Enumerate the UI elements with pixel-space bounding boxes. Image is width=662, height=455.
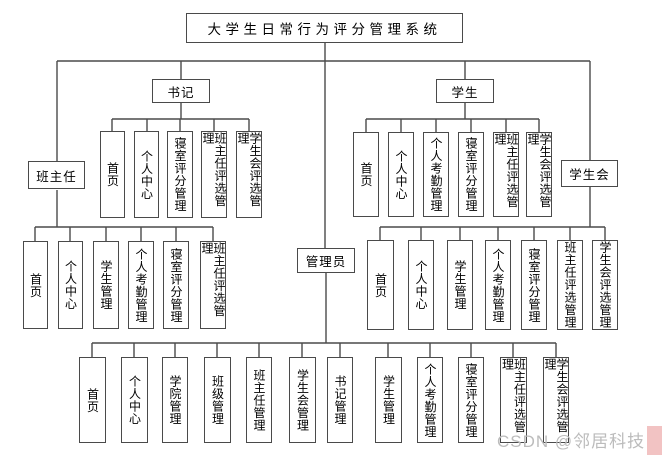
- admin-child-personal-center: 个人中心: [121, 357, 148, 443]
- class-teacher-child-home: 首页: [23, 241, 48, 329]
- watermark-text: CSDN @邻居科技: [497, 432, 646, 451]
- admin-child-class-teacher-mgmt: 班主任管理: [246, 357, 272, 443]
- secretary-child-home: 首页: [100, 131, 125, 218]
- class-teacher-child-personal-center: 个人中心: [58, 241, 83, 329]
- student-child-dorm-score: 寝室评分管理: [458, 132, 484, 217]
- watermark-accent: [647, 426, 662, 455]
- student-child-personal-center: 个人中心: [388, 132, 414, 217]
- secretary-child-union-election: 学生会评选管理: [236, 131, 262, 218]
- student-union-child-student-mgmt: 学生管理: [447, 240, 473, 330]
- student-union-child-teacher-election: 班主任评选管理: [557, 240, 583, 330]
- node-student-union: 学生会: [561, 160, 618, 187]
- node-secretary: 书记: [152, 79, 210, 103]
- class-teacher-child-student-mgmt: 学生管理: [93, 241, 119, 329]
- admin-child-dorm-score: 寝室评分管理: [458, 357, 484, 443]
- admin-child-secretary-mgmt: 书记管理: [327, 357, 353, 443]
- student-union-child-personal-center: 个人中心: [408, 240, 434, 330]
- secretary-child-dorm-score: 寝室评分管理: [167, 131, 193, 218]
- student-child-union-election: 学生会评选管理: [526, 132, 552, 217]
- student-union-child-dorm-score: 寝室评分管理: [521, 240, 547, 330]
- secretary-child-personal-center: 个人中心: [134, 131, 159, 218]
- student-child-teacher-election: 班主任评选管理: [493, 132, 519, 217]
- admin-child-college-mgmt: 学院管理: [162, 357, 188, 443]
- class-teacher-child-attendance: 个人考勤管理: [128, 241, 154, 329]
- student-union-child-attendance: 个人考勤管理: [485, 240, 511, 330]
- class-teacher-child-dorm-score: 寝室评分管理: [163, 241, 189, 329]
- admin-child-union-election: 学生会评选管理: [543, 357, 569, 443]
- diagram-title: 大学生日常行为评分管理系统: [186, 13, 463, 43]
- node-admin: 管理员: [297, 248, 355, 273]
- admin-child-union-mgmt: 学生会管理: [289, 357, 316, 443]
- node-student: 学生: [436, 79, 494, 103]
- admin-child-teacher-election: 班主任评选管理: [500, 357, 527, 443]
- node-class-teacher: 班主任: [28, 161, 85, 189]
- admin-child-class-mgmt: 班级管理: [204, 357, 231, 443]
- class-teacher-child-teacher-election: 班主任评选管理: [200, 241, 226, 329]
- student-child-attendance: 个人考勤管理: [423, 132, 449, 217]
- student-union-child-union-election: 学生会评选管理: [592, 240, 618, 330]
- admin-child-attendance: 个人考勤管理: [417, 357, 443, 443]
- secretary-child-teacher-election: 班主任评选管理: [201, 131, 227, 218]
- admin-child-home: 首页: [79, 357, 106, 443]
- student-union-child-home: 首页: [367, 240, 394, 330]
- admin-child-student-mgmt: 学生管理: [375, 357, 402, 443]
- student-child-home: 首页: [353, 132, 379, 217]
